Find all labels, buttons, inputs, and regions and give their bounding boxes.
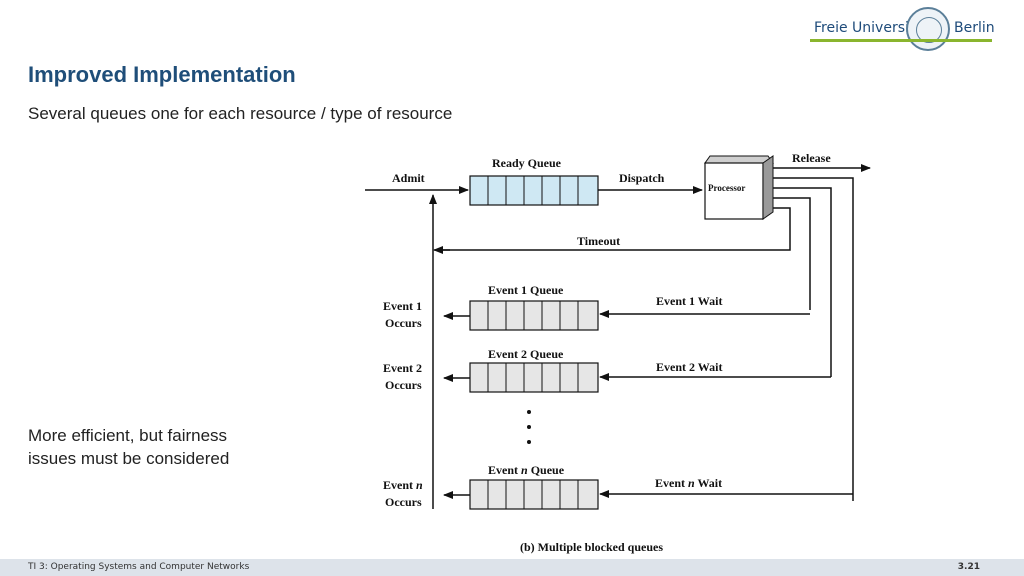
processor-box (704, 162, 764, 220)
processor-box-side (762, 155, 774, 220)
event2-occurs-l2: Occurs (385, 378, 422, 392)
logo-underline (810, 39, 992, 42)
event1-occurs-l1: Event 1 (383, 299, 422, 313)
eventn-queue-box (469, 479, 599, 510)
slide-number: 3.21 (957, 562, 980, 572)
ready-queue-box (469, 175, 599, 206)
footer-bar: TI 3: Operating Systems and Computer Net… (0, 559, 1024, 576)
event2-queue-box (469, 362, 599, 393)
university-seal-icon (906, 7, 950, 51)
dispatch-label: Dispatch (619, 171, 665, 185)
eventn-occurs-l2: Occurs (385, 495, 422, 509)
event2-occurs-l1: Event 2 (383, 361, 422, 375)
note-line-1: More efficient, but fairness (28, 426, 228, 445)
university-logo: Freie Universität Berlin (808, 6, 998, 54)
ellipsis-dot (527, 440, 531, 444)
slide-note: More efficient, but fairness issues must… (28, 424, 229, 470)
timeout-label: Timeout (577, 234, 620, 248)
processor-box-top (704, 155, 774, 164)
admit-label: Admit (392, 171, 425, 185)
event1-occurs-l2: Occurs (385, 316, 422, 330)
ready-queue-label: Ready Queue (492, 156, 562, 170)
event1-queue-box (469, 300, 599, 331)
logo-text-left: Freie Universität (814, 20, 929, 36)
event1-wait-label: Event 1 Wait (656, 294, 722, 308)
processor-label: Processor (708, 183, 745, 193)
ellipsis-dot (527, 410, 531, 414)
eventn-occurs-l1: Event n (383, 478, 423, 492)
footer-course-title: TI 3: Operating Systems and Computer Net… (28, 562, 250, 572)
release-label: Release (792, 151, 831, 165)
event2-queue-label: Event 2 Queue (488, 347, 564, 361)
slide-title: Improved Implementation (28, 62, 296, 87)
eventn-queue-label: Event n Queue (488, 463, 565, 477)
event1-queue-label: Event 1 Queue (488, 283, 564, 297)
diagram-caption: (b) Multiple blocked queues (520, 540, 663, 554)
event2-wait-label: Event 2 Wait (656, 360, 722, 374)
queue-diagram: Ready Queue Admit Dispatch Processor Rel… (365, 151, 871, 554)
slide-subtitle: Several queues one for each resource / t… (28, 104, 453, 123)
note-line-2: issues must be considered (28, 449, 230, 468)
ellipsis-dot (527, 425, 531, 429)
eventn-wait-label: Event n Wait (655, 476, 722, 490)
logo-text-right: Berlin (954, 20, 995, 36)
